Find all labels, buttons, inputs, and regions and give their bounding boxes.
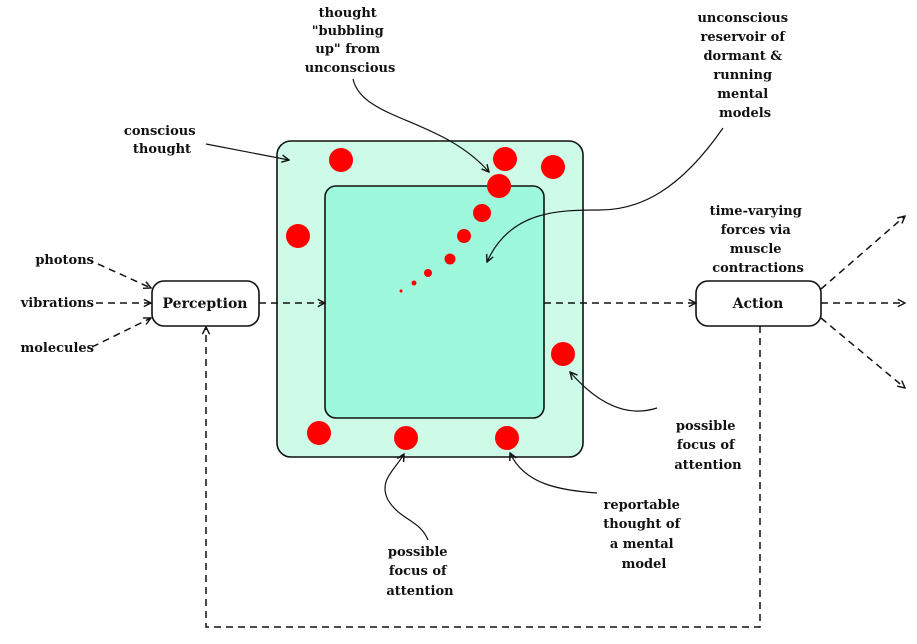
thought-dot (493, 147, 517, 171)
conscious-thought-pointer (205, 143, 289, 160)
bubble-dot (424, 269, 432, 277)
bubbling-pointer (352, 78, 489, 172)
focus-right-pointer (570, 372, 658, 412)
thought-dot (329, 148, 353, 172)
focus-bottom-pointer (384, 454, 429, 541)
focus-bottom-label: possible focus of attention (386, 545, 454, 599)
feedback-loop-arrow (206, 326, 761, 628)
action-out-down-arrow (820, 317, 905, 388)
focus-right-label: possible focus of attention (674, 419, 742, 473)
unconscious-reservoir-box (324, 185, 545, 419)
thought-dots (286, 147, 575, 450)
action-out-up-arrow (820, 216, 905, 290)
conscious-thought-label: conscious thought (124, 124, 200, 157)
thought-dot (286, 224, 310, 248)
bubble-dot (444, 253, 456, 265)
input-label-photons: photons (35, 253, 94, 268)
thought-dot (495, 426, 519, 450)
reportable-label: reportable thought of a mental model (603, 498, 684, 572)
forces-label: time-varying forces via muscle contracti… (710, 204, 807, 276)
input-label-vibrations: vibrations (20, 296, 94, 311)
thought-dot (487, 174, 511, 198)
bubble-dot (457, 229, 471, 243)
reservoir-label: unconscious reservoir of dormant & runni… (697, 11, 792, 121)
reservoir-pointer (487, 127, 724, 262)
input-label-molecules: molecules (20, 341, 94, 356)
flow-arrows (86, 216, 905, 628)
bubbling-label: thought "bubbling up" from unconscious (305, 6, 396, 76)
thought-dot (307, 421, 331, 445)
thought-dot (541, 155, 565, 179)
bubble-dot (411, 280, 417, 286)
thought-dot (394, 426, 418, 450)
action-label: Action (732, 296, 784, 312)
photons-arrow (86, 258, 151, 288)
reportable-pointer (510, 453, 598, 494)
pointer-arrows (205, 78, 724, 541)
bubble-dot (399, 289, 403, 293)
thought-dot (551, 342, 575, 366)
molecules-arrow (91, 318, 151, 348)
bubble-dot (473, 204, 491, 222)
perception-label: Perception (163, 296, 248, 312)
